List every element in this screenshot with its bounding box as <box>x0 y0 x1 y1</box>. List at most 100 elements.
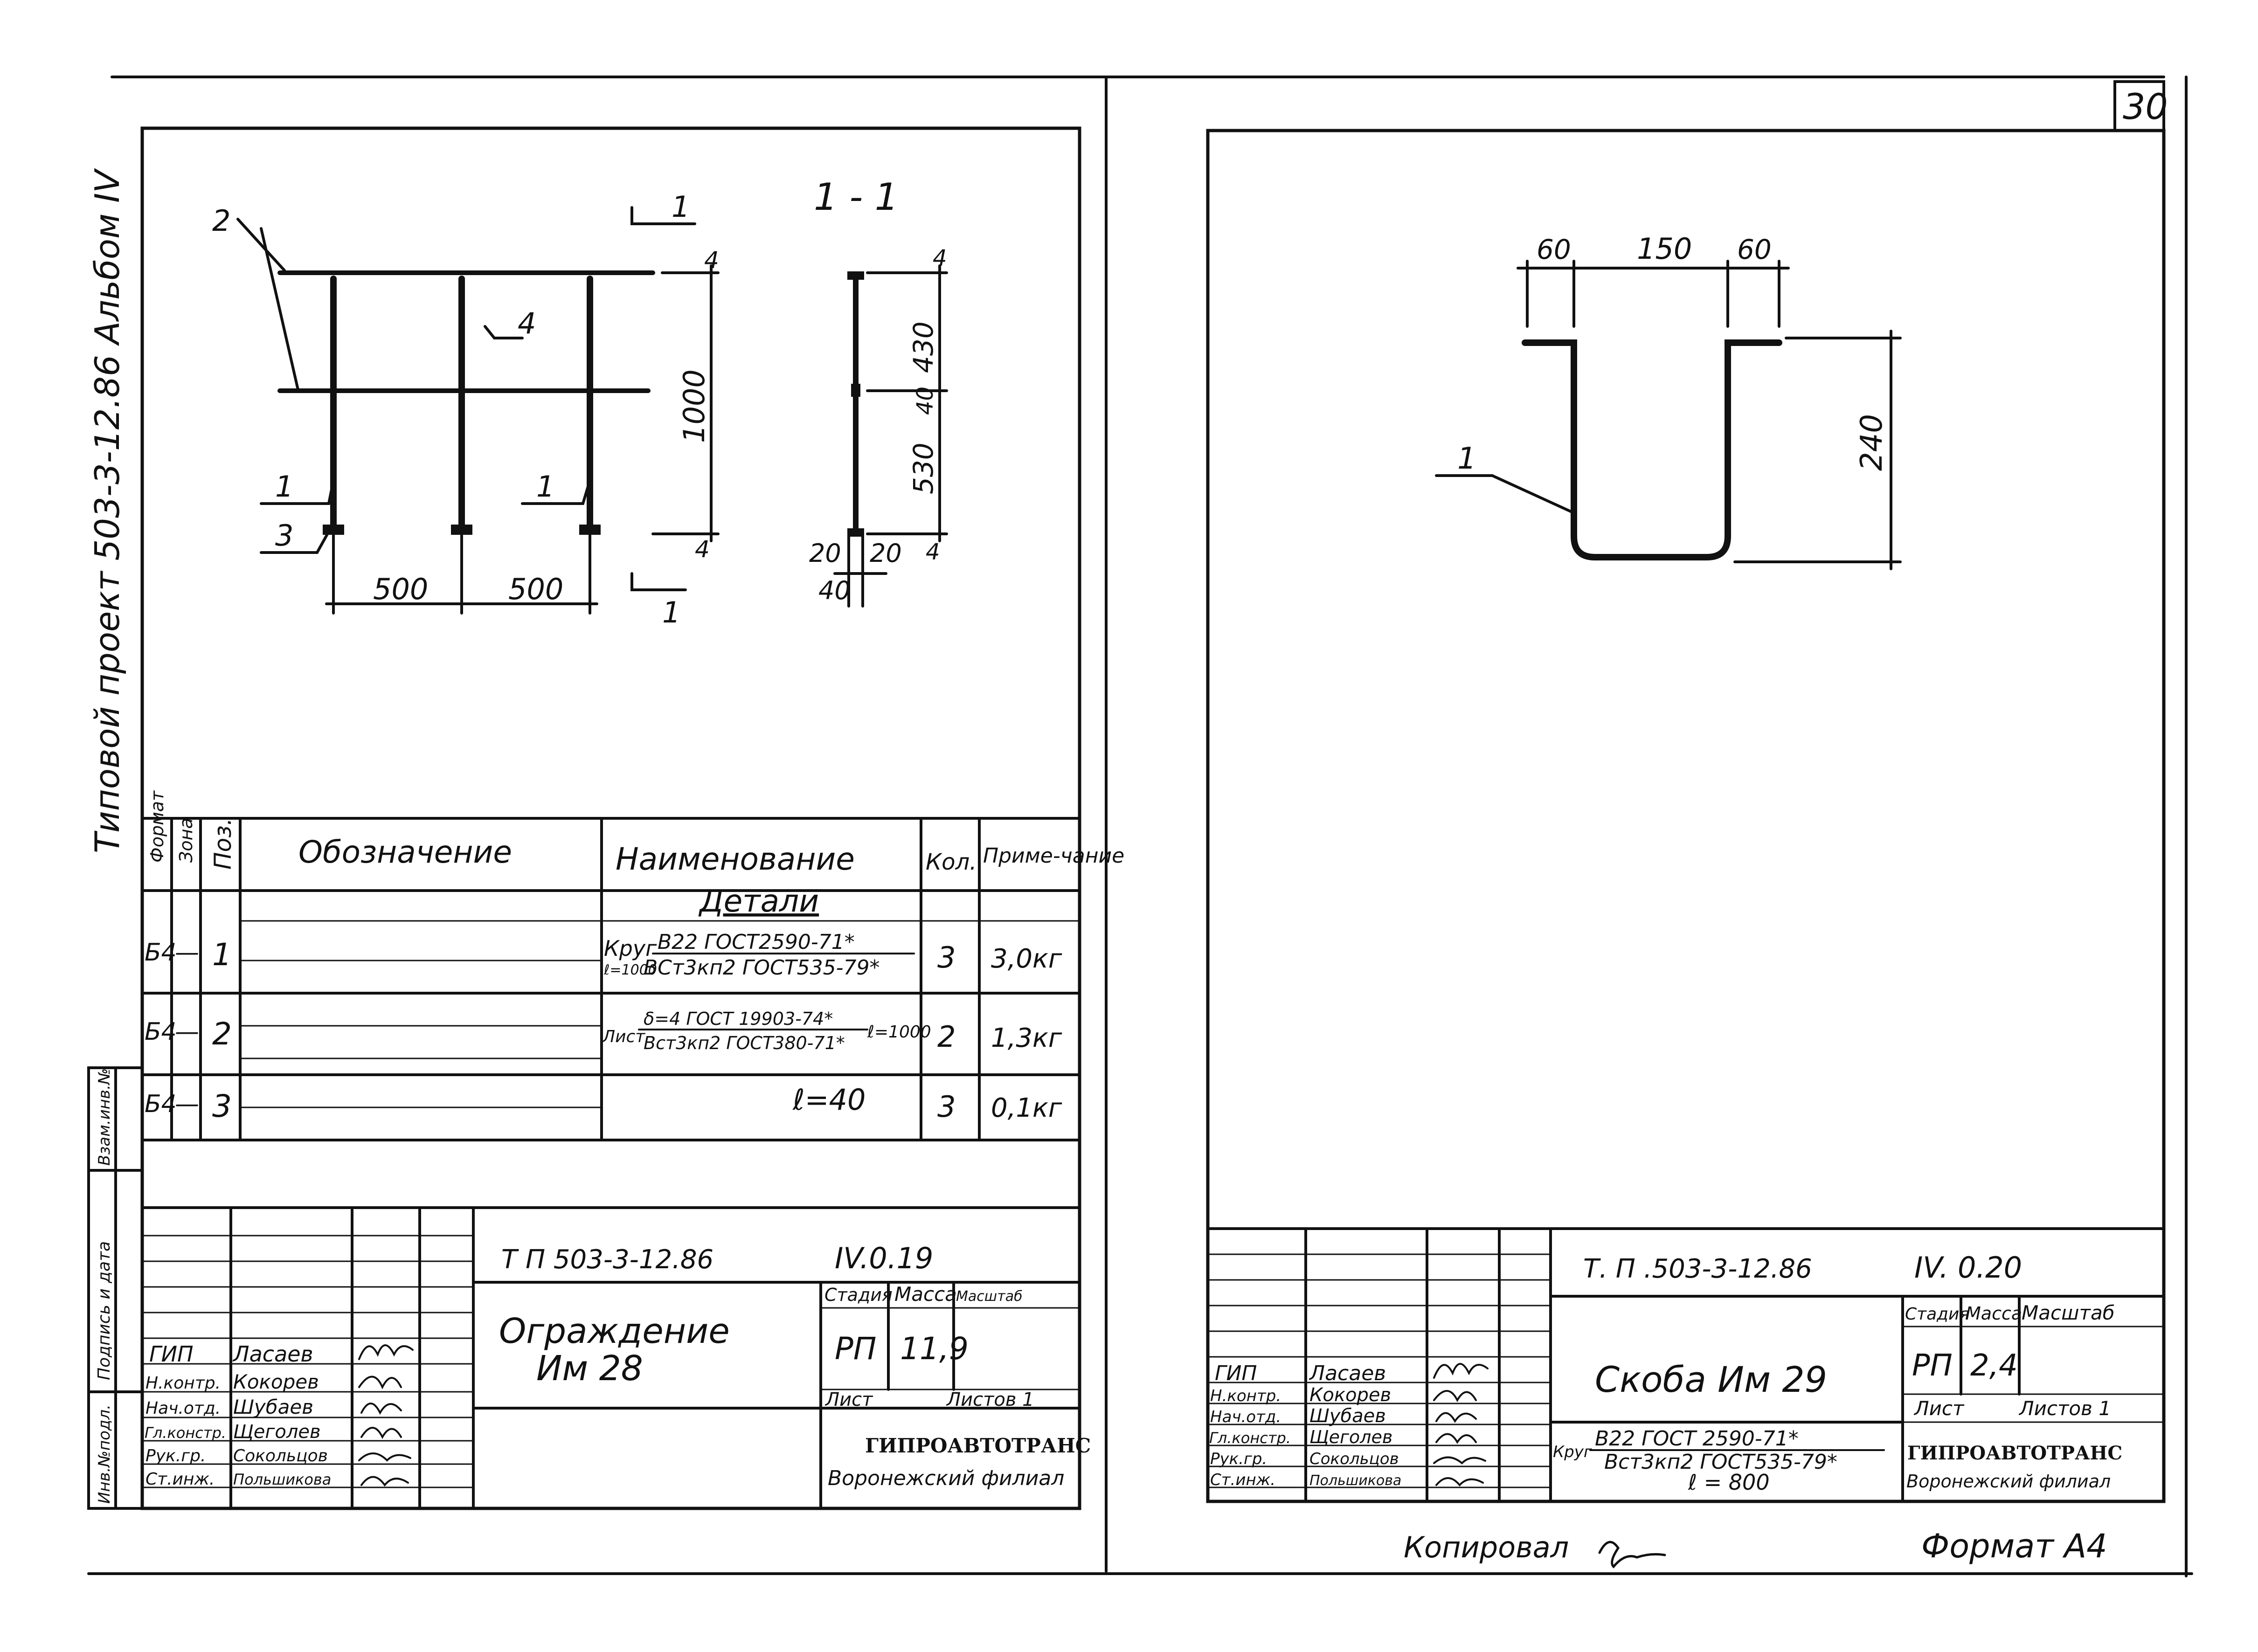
left-stage: РП <box>835 1331 876 1367</box>
sec-dim-40-base: 40 <box>818 576 851 605</box>
right-role-0: ГИП <box>1215 1362 1257 1385</box>
left-org-line2: Воронежский филиал <box>828 1466 1064 1490</box>
right-code: Т. П .503-3-12.86 <box>1583 1254 1812 1284</box>
sec-dim-40: 40 <box>912 387 938 415</box>
bracket-pos-1: 1 <box>1457 442 1476 476</box>
dim-4-top: 4 <box>704 247 719 274</box>
row3-name: ℓ=40 <box>792 1083 866 1117</box>
row2-pos: 2 <box>212 1016 232 1052</box>
format-label: Формат А4 <box>1921 1527 2107 1565</box>
sec-dim-530: 530 <box>907 442 939 494</box>
row2-qty: 2 <box>937 1020 956 1054</box>
album-side-label: Типовой проект 503-3-12.86 Альбом IV <box>88 168 127 853</box>
left-scale-label: Масштаб <box>956 1288 1023 1305</box>
bracket-dim-60-left: 60 <box>1537 234 1571 265</box>
right-org-line1: ГИПРОАВТОТРАНС <box>1907 1442 2122 1464</box>
left-mass-label: Масса <box>894 1283 957 1306</box>
left-stage-label: Стадия <box>824 1285 893 1305</box>
pos-4-label: 4 <box>518 306 536 340</box>
copied-label: Копировал <box>1404 1530 1569 1564</box>
side-stamp-replace: Взам.инв.№ <box>95 1068 114 1166</box>
row2-zone: — <box>175 1018 199 1046</box>
spec-header-qty: Кол. <box>926 849 977 875</box>
right-role-4: Рук.гр. <box>1210 1450 1267 1468</box>
right-mass: 2,4 <box>1970 1348 2018 1383</box>
row2-name-prefix: Лист <box>602 1027 645 1046</box>
section-title: 1 - 1 <box>814 175 899 219</box>
dim-4-bottom: 4 <box>695 536 710 563</box>
row2-name-suffix: ℓ=1000 <box>867 1023 931 1042</box>
sec-dim-430: 430 <box>907 321 939 373</box>
left-name-5: Польшикова <box>233 1471 331 1488</box>
right-title-block-grid <box>1206 1227 2165 1503</box>
copied-signature <box>1598 1541 1666 1569</box>
left-sheet-label: Лист <box>824 1389 873 1410</box>
left-signatures <box>358 1344 414 1487</box>
spec-header-note: Приме-чание <box>983 844 1124 868</box>
row3-note: 0,1кг <box>991 1093 1062 1123</box>
row2-name-bottom: Вст3кп2 ГОСТ380-71* <box>644 1033 845 1053</box>
row1-format: Б4 <box>145 939 177 967</box>
pos-1-label-b: 1 <box>536 470 554 504</box>
left-code: Т П 503-3-12.86 <box>501 1244 713 1275</box>
spec-header-name: Наименование <box>616 841 855 877</box>
right-role-1: Н.контр. <box>1210 1387 1281 1405</box>
right-role-3: Гл.констр. <box>1209 1429 1291 1447</box>
left-name-1: Кокорев <box>233 1370 319 1393</box>
left-title-line2: Им 28 <box>536 1348 643 1389</box>
spec-table-grid <box>141 817 1081 1209</box>
spec-section-title: Детали <box>698 883 819 919</box>
cut-label-top: 1 <box>672 190 690 224</box>
sec-dim-4-top: 4 <box>933 245 947 271</box>
row3-qty: 3 <box>937 1090 956 1124</box>
section-view <box>833 264 948 608</box>
right-role-5: Ст.инж. <box>1210 1471 1275 1489</box>
row2-note: 1,3кг <box>991 1023 1062 1053</box>
side-stamp-grid <box>87 1066 144 1510</box>
row3-zone: — <box>175 1090 199 1118</box>
row1-zone: — <box>175 939 199 967</box>
spec-header-pos: Поз. <box>209 818 236 870</box>
right-org-line2: Воронежский филиал <box>1906 1471 2111 1492</box>
left-role-2: Нач.отд. <box>145 1399 221 1418</box>
row1-pos: 1 <box>212 937 232 973</box>
right-sheet-code: IV. 0.20 <box>1914 1251 2022 1285</box>
spec-header-designation: Обозначение <box>298 834 512 870</box>
left-role-1: Н.контр. <box>145 1374 221 1393</box>
row1-name-prefix: Круг <box>604 936 657 961</box>
right-name-0: Ласаев <box>1309 1362 1386 1385</box>
right-material-prefix: Круг <box>1553 1443 1593 1461</box>
left-role-4: Рук.гр. <box>145 1446 206 1465</box>
right-name-5: Польшикова <box>1309 1472 1401 1489</box>
bracket-dim-150: 150 <box>1637 232 1692 266</box>
left-mass: 11,9 <box>900 1331 969 1367</box>
sec-dim-20-right: 20 <box>870 539 902 568</box>
right-role-2: Нач.отд. <box>1210 1408 1281 1426</box>
pos-3-label: 3 <box>275 518 293 553</box>
right-material-top: В22 ГОСТ 2590-71* <box>1595 1427 1799 1451</box>
pos-2-label: 2 <box>212 204 230 238</box>
left-org-line1: ГИПРОАВТОТРАНС <box>865 1434 1091 1457</box>
bracket-dim-60-right: 60 <box>1737 234 1772 265</box>
right-name-1: Кокорев <box>1309 1384 1391 1406</box>
pos-1-label-a: 1 <box>275 470 293 504</box>
right-name-4: Сокольцов <box>1309 1450 1399 1468</box>
right-sheet-label: Лист <box>1913 1397 1965 1420</box>
sec-dim-20-left: 20 <box>809 539 841 568</box>
right-title: Скоба Им 29 <box>1595 1359 1827 1400</box>
left-role-0: ГИП <box>149 1341 194 1367</box>
right-material-bottom: Вст3кп2 ГОСТ535-79* <box>1604 1450 1837 1474</box>
left-name-3: Щеголев <box>233 1421 321 1443</box>
sheet-borders <box>87 76 2193 1577</box>
right-length: ℓ = 800 <box>1688 1470 1770 1495</box>
railing-front-view <box>236 206 720 615</box>
page-number: 30 <box>2123 86 2168 127</box>
left-title-line1: Ограждение <box>499 1311 730 1351</box>
cut-label-bottom: 1 <box>662 595 680 629</box>
right-scale-label: Масштаб <box>2022 1301 2115 1324</box>
bracket-dim-240: 240 <box>1855 414 1889 471</box>
sec-dim-4-bottom: 4 <box>926 539 940 565</box>
left-name-4: Сокольцов <box>233 1446 328 1465</box>
